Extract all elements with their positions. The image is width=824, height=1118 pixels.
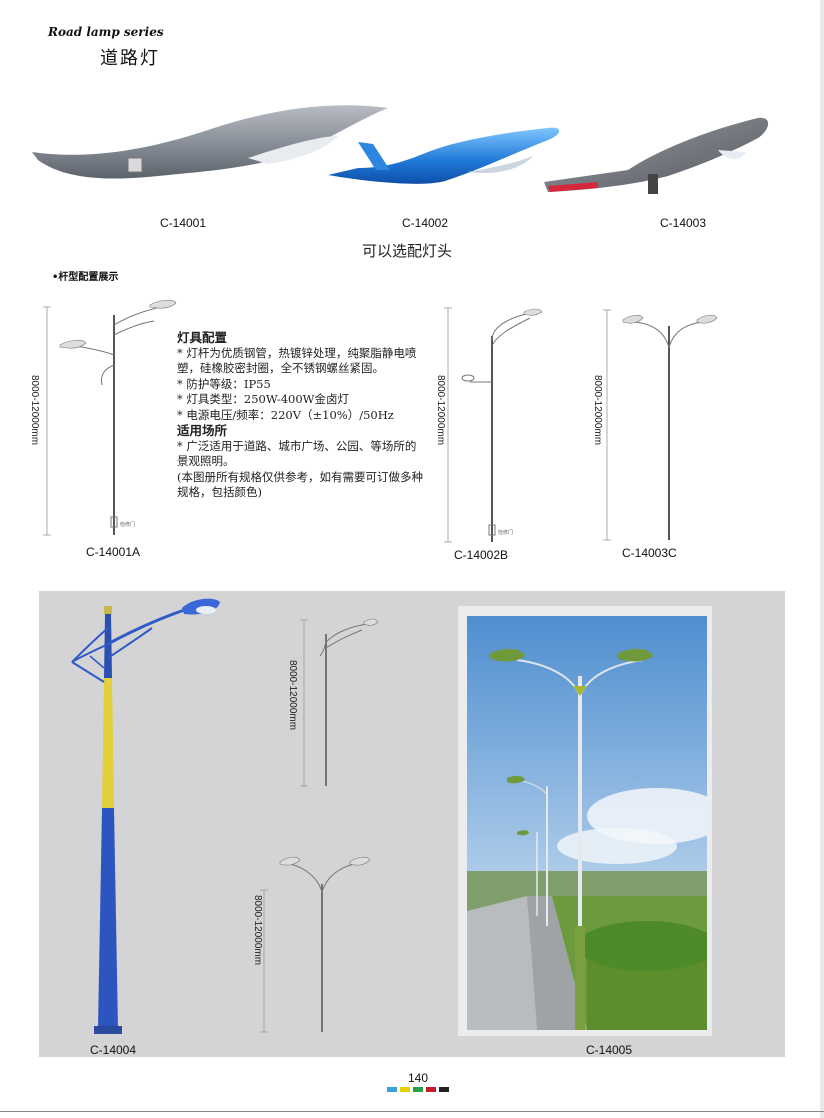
pole-drawing-lower	[260, 856, 371, 1033]
lamp-head-c14001	[32, 105, 388, 179]
head-model-label: C-14002	[402, 216, 449, 230]
bottom-model-label: C-14004	[90, 1043, 137, 1057]
lamp-head-c14003	[544, 117, 769, 194]
usage-line: (本图册所有规格仅供参考，如有需要可订做多种规格，包括颜色)	[177, 469, 423, 500]
usage-line: * 广泛适用于道路、城市广场、公园、等场所的景观照明。	[177, 438, 417, 469]
pole-height-dim: 8000-12000mm	[252, 895, 263, 966]
series-title-cn: 道路灯	[100, 48, 160, 69]
pole-model-label: C-14002B	[454, 548, 509, 562]
pole-height-dim: 8000-12000mm	[287, 660, 298, 731]
pole-section-label: •杆型配置展示	[52, 272, 119, 283]
lamp-head-c14002	[328, 127, 560, 184]
pole-height-dim: 8000-12000mm	[29, 375, 40, 446]
swatch	[439, 1087, 449, 1092]
pole-model-label: C-14001A	[86, 545, 141, 559]
fixture-heading: 灯具配置	[177, 330, 228, 345]
pole-drawing-upper	[300, 618, 379, 787]
head-model-label: C-14003	[660, 216, 707, 230]
pole-height-dim: 8000-12000mm	[435, 375, 446, 446]
page-edge	[820, 0, 824, 1118]
street-photo	[467, 616, 707, 1030]
door-label: 检修门	[498, 530, 514, 536]
usage-heading: 适用场所	[177, 423, 228, 438]
color-swatches	[387, 1087, 449, 1092]
pole-height-dim: 8000-12000mm	[592, 375, 603, 446]
swatch	[387, 1087, 397, 1092]
swatch	[400, 1087, 410, 1092]
spec-line: * 防护等级：IP55	[177, 376, 271, 391]
footer-rule	[0, 1111, 824, 1112]
pole-drawing-c14002b	[444, 307, 543, 543]
door-label: 检修门	[120, 522, 136, 528]
series-title-en: Road lamp series	[48, 25, 164, 39]
heads-subtitle: 可以选配灯头	[362, 242, 453, 260]
head-model-label: C-14001	[160, 216, 207, 230]
swatch	[426, 1087, 436, 1092]
spec-line: * 电源电压/频率：220V（±10%）/50Hz	[177, 407, 394, 422]
swatch	[413, 1087, 423, 1092]
spec-line: * 灯杆为优质钢管，热镀锌处理，纯聚脂静电喷塑，硅橡胶密封圈，全不锈钢螺丝紧固。	[177, 345, 417, 376]
pole-illustration-c14004	[71, 598, 220, 1034]
spec-line: * 灯具类型：250W-400W金卤灯	[177, 392, 349, 406]
bottom-model-label: C-14005	[586, 1043, 633, 1057]
specs-block: 灯具配置 * 灯杆为优质钢管，热镀锌处理，纯聚脂静电喷塑，硅橡胶密封圈，全不锈钢…	[177, 330, 427, 501]
pole-drawing-c14001a	[43, 299, 177, 536]
page-number: 140	[408, 1071, 429, 1085]
lamp-heads-illustration	[32, 105, 769, 194]
pole-drawing-c14003c	[603, 309, 718, 541]
pole-model-label: C-14003C	[622, 546, 677, 560]
